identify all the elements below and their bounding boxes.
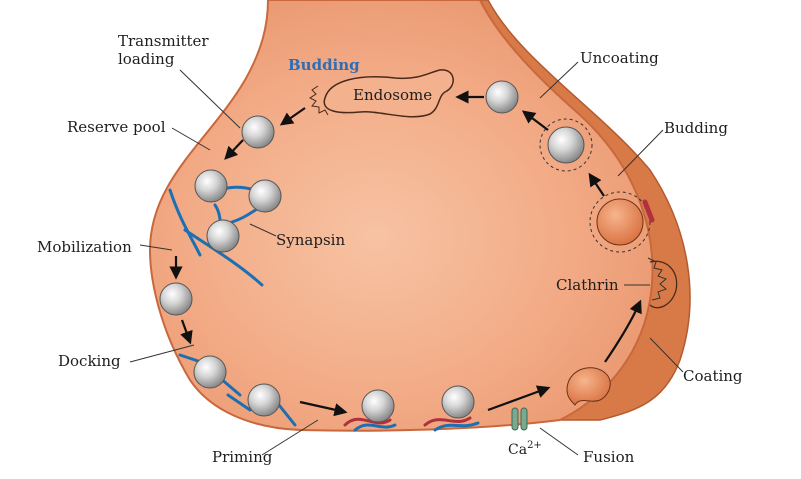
arrow-budding-to-uncoating	[588, 172, 605, 197]
budding-vesicle	[589, 191, 655, 253]
endosome-label: Endosome	[353, 86, 432, 104]
vesicle-priming-3	[441, 385, 475, 419]
label-calcium-charge: 2+	[527, 440, 542, 451]
priming-snare-blue-2	[433, 421, 480, 432]
vesicle-docking	[193, 355, 227, 389]
priming-snare-blue-1	[353, 423, 397, 432]
budding-vesicle-body	[596, 198, 644, 246]
label-coating: Coating	[683, 367, 743, 385]
arrow-fusion-to-coating	[604, 299, 642, 363]
leader-uncoating	[539, 61, 579, 99]
cycle-arrows	[169, 90, 642, 417]
leader-fusion	[539, 427, 579, 456]
arrow-loading-to-reserve	[224, 139, 244, 160]
label-priming: Priming	[212, 448, 273, 466]
leader-mobilization	[139, 244, 173, 251]
synapsin-filament-2	[183, 228, 264, 287]
label-fusion: Fusion	[583, 448, 635, 466]
arrow-coated-to-uncoated	[521, 110, 549, 131]
vesicle-mobilization	[159, 282, 193, 316]
fusion-vesicle	[566, 367, 611, 406]
vesicles	[159, 80, 593, 423]
terminal-cytoplasm	[148, 0, 654, 432]
label-budding-right: Budding	[664, 119, 728, 137]
leader-docking	[129, 344, 195, 363]
clathrin-pit-shape	[649, 260, 678, 309]
labels: Transmitter loading Budding Uncoating Re…	[37, 32, 743, 466]
vesicle-reserve-1	[194, 169, 228, 203]
label-calcium: Ca2+	[508, 440, 542, 458]
label-transmitter-loading-2: loading	[118, 50, 175, 68]
arrow-endosome-to-loading	[279, 107, 306, 126]
leader-lines	[129, 61, 684, 456]
calcium-channel-right	[520, 407, 528, 431]
leader-priming	[261, 419, 319, 456]
label-budding-top: Budding	[288, 56, 360, 74]
label-uncoating: Uncoating	[580, 49, 659, 67]
clathrin-coat-ring	[539, 118, 593, 172]
label-transmitter-loading-1: Transmitter	[118, 32, 209, 50]
endosome-bud-coat	[309, 85, 329, 116]
endosome: Endosome	[309, 69, 454, 118]
priming-tether-1	[226, 393, 252, 412]
leader-synapsin	[249, 223, 277, 237]
calcium-channel	[511, 407, 528, 431]
vesicle-reserve-2	[248, 179, 282, 213]
vesicle-priming-2	[361, 389, 395, 423]
label-synapsin: Synapsin	[276, 231, 345, 249]
vesicle-reserve-3	[206, 219, 240, 253]
synapsin-filament-1	[168, 188, 202, 257]
endosome-shape	[323, 69, 454, 118]
leader-coating	[649, 337, 684, 373]
vesicle-coated	[539, 118, 593, 172]
vesicle-priming-1	[247, 383, 281, 417]
clathrin-pit	[647, 257, 678, 309]
leader-transmitter-loading	[179, 69, 241, 129]
clathrin-pit-coat	[647, 257, 667, 301]
label-calcium-symbol: Ca	[508, 442, 527, 458]
arrow-mobilization-to-docking	[180, 319, 193, 345]
fusion-vesicle-shape	[566, 367, 611, 406]
calcium-channel-left	[511, 407, 519, 431]
leader-budding-right	[617, 129, 664, 177]
label-mobilization: Mobilization	[37, 238, 132, 256]
vesicle-coated-core	[547, 126, 585, 164]
priming-snare-red-1	[343, 417, 392, 427]
priming-snare-red-2	[423, 416, 472, 427]
label-clathrin: Clathrin	[556, 276, 619, 294]
budding-coat	[589, 191, 651, 253]
snare-complexes	[178, 353, 480, 432]
arrow-priming-to-priming	[299, 400, 348, 417]
dynamin-neck	[642, 199, 655, 223]
arrow-priming-to-fusion	[487, 385, 551, 412]
leader-reserve-pool	[171, 127, 211, 151]
vesicle-uncoated	[485, 80, 519, 114]
vesicle-transmitter-loading	[241, 115, 275, 149]
label-reserve-pool: Reserve pool	[67, 118, 166, 136]
label-docking: Docking	[58, 352, 121, 370]
